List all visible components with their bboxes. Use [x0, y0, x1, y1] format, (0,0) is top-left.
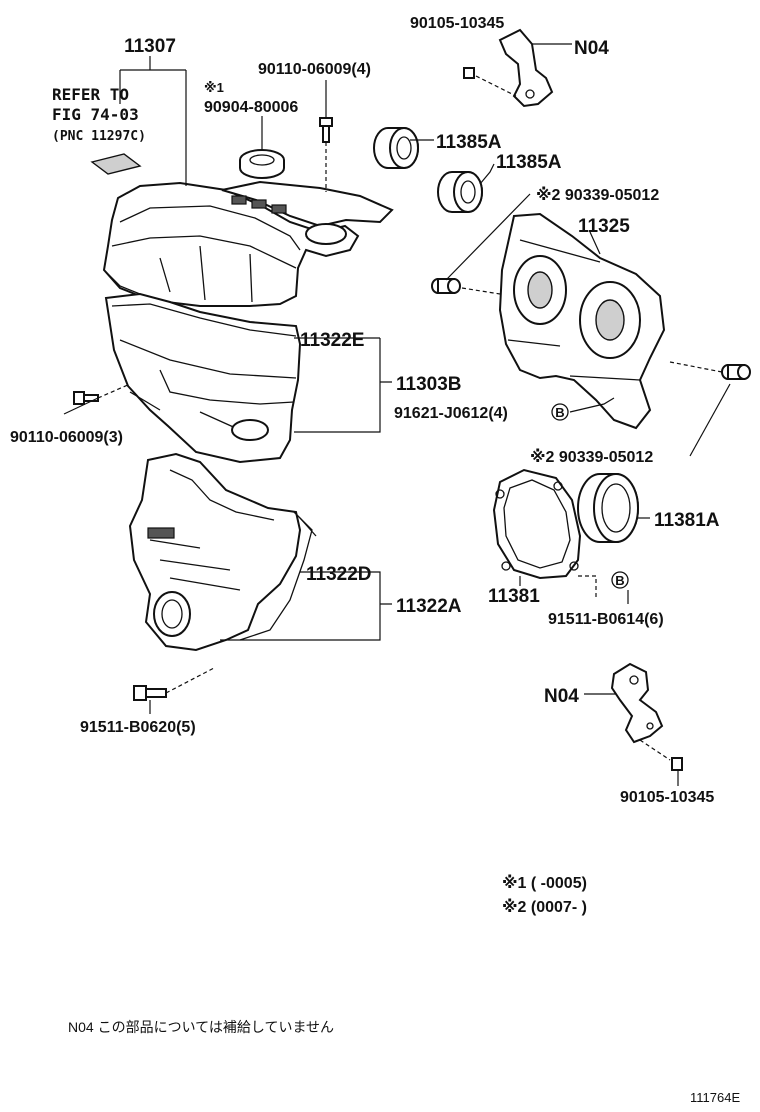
footnote-n04: N04 この部品については補給していません [68, 1019, 334, 1035]
label-90339-05012-top: ※2 90339-05012 [536, 186, 659, 204]
label-90904-80006: 90904-80006 [204, 99, 298, 116]
label-11385a-2: 11385A [496, 152, 562, 173]
middle-cover-11303b [104, 292, 302, 464]
refer-line-2: FIG 74-03 [52, 105, 139, 124]
label-11325: 11325 [578, 216, 630, 237]
refer-line-3: (PNC 11297C) [52, 129, 146, 144]
label-n04-bottom: N04 [544, 686, 579, 707]
mark-1: ※1 [204, 80, 224, 95]
gasket-sheet-icon [90, 153, 142, 175]
label-90110-06009-3: 90110-06009(3) [10, 429, 123, 446]
circle-b-marker-1: B [551, 403, 569, 421]
label-90105-10345-bottom: 90105-10345 [620, 789, 714, 806]
bolt-91511-b0620-icon [133, 667, 215, 701]
circle-b-marker-2: B [611, 571, 629, 589]
timing-belt-rear-plate-11325 [498, 212, 666, 430]
label-91621-j0612: 91621-J0612(4) [394, 405, 508, 422]
label-11381a: 11381A [654, 510, 720, 531]
label-90110-06009-4: 90110-06009(4) [258, 61, 371, 78]
label-11322d: 11322D [306, 564, 372, 585]
figure-id: 111764E [690, 1090, 740, 1105]
seal-90904-icon [239, 149, 285, 179]
note-1: ※1 ( -0005) [502, 874, 587, 892]
bolt-90110-left-icon [73, 383, 131, 405]
label-11322e: 11322E [300, 330, 364, 351]
label-91511-b0620: 91511-B0620(5) [80, 719, 196, 736]
circle-b-label-2: B [615, 573, 624, 588]
lower-timing-cover-11322a [128, 452, 317, 652]
leader-lines [63, 43, 731, 786]
label-11322a: 11322A [396, 596, 462, 617]
label-n04-top: N04 [574, 38, 609, 59]
label-90339-05012-bottom: ※2 90339-05012 [530, 448, 653, 466]
label-11381: 11381 [488, 586, 540, 607]
bracket-n04-top-icon [463, 28, 554, 108]
circle-b-label-1: B [555, 405, 564, 420]
bolt-90110-top-icon [319, 117, 333, 192]
note-2: ※2 (0007- ) [502, 898, 587, 916]
bracket-n04-bottom-icon [610, 662, 683, 771]
oil-seal-retainer-11381 [492, 468, 582, 580]
label-91511-b0614: 91511-B0614(6) [548, 611, 664, 628]
bolt-91511-b0614-icon [578, 575, 597, 600]
oil-seal-11385a-lower-icon [437, 171, 483, 213]
label-11303b: 11303B [396, 374, 462, 395]
upper-timing-cover-11307 [102, 180, 394, 307]
pin-90339-lower-icon [669, 361, 751, 380]
label-90105-10345-top: 90105-10345 [410, 15, 504, 32]
label-11385a-1: 11385A [436, 132, 502, 153]
refer-line-1: REFER TO [52, 85, 129, 104]
oil-seal-11385a-upper-icon [373, 127, 419, 169]
label-11307: 11307 [124, 36, 176, 57]
oil-seal-11381a-icon [577, 473, 639, 543]
pin-90339-upper-icon [431, 278, 501, 295]
